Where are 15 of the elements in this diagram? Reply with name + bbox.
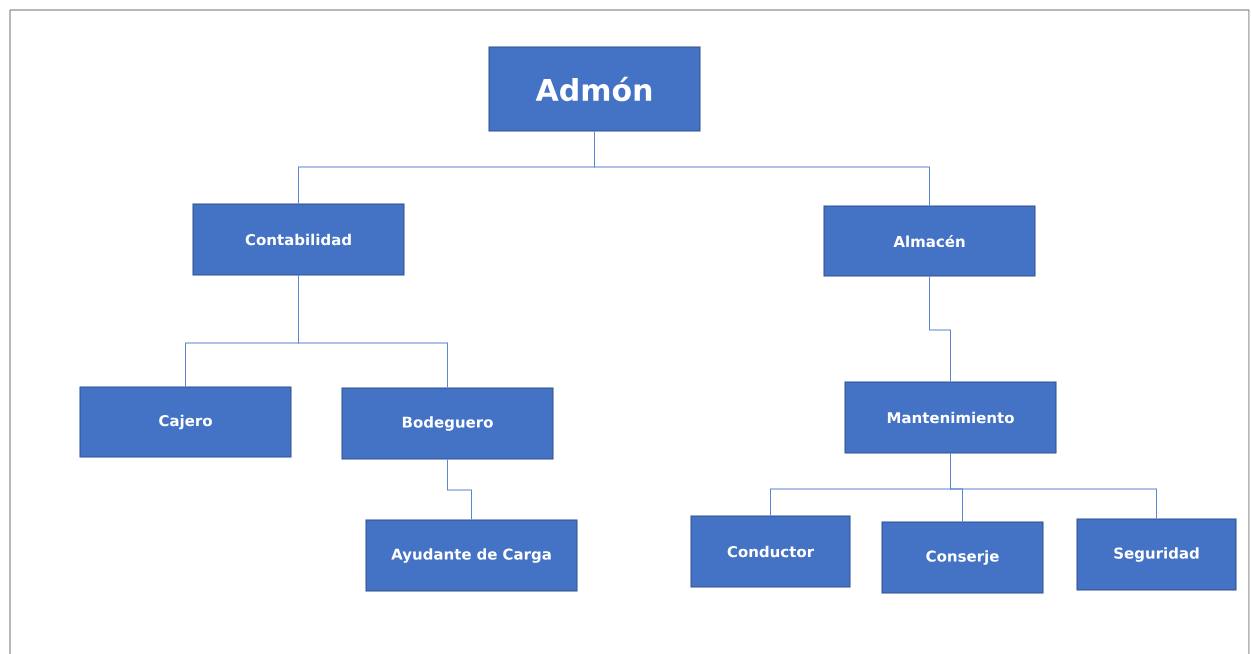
org-box: Mantenimiento — [844, 381, 1057, 454]
org-box: Conserje — [881, 521, 1044, 594]
org-box: Admón — [488, 46, 701, 132]
org-box: Almacén — [823, 205, 1036, 277]
org-box: Contabilidad — [192, 203, 405, 276]
org-box: Conductor — [690, 515, 851, 588]
org-box: Ayudante de Carga — [365, 519, 578, 592]
org-box: Bodeguero — [341, 387, 554, 460]
connector-line — [594, 131, 930, 206]
connector-line — [929, 276, 951, 382]
org-box: Cajero — [79, 386, 292, 458]
connector-line — [298, 275, 448, 388]
connector-line — [950, 453, 1157, 519]
connector-line — [447, 459, 472, 520]
org-box: Seguridad — [1076, 518, 1237, 591]
